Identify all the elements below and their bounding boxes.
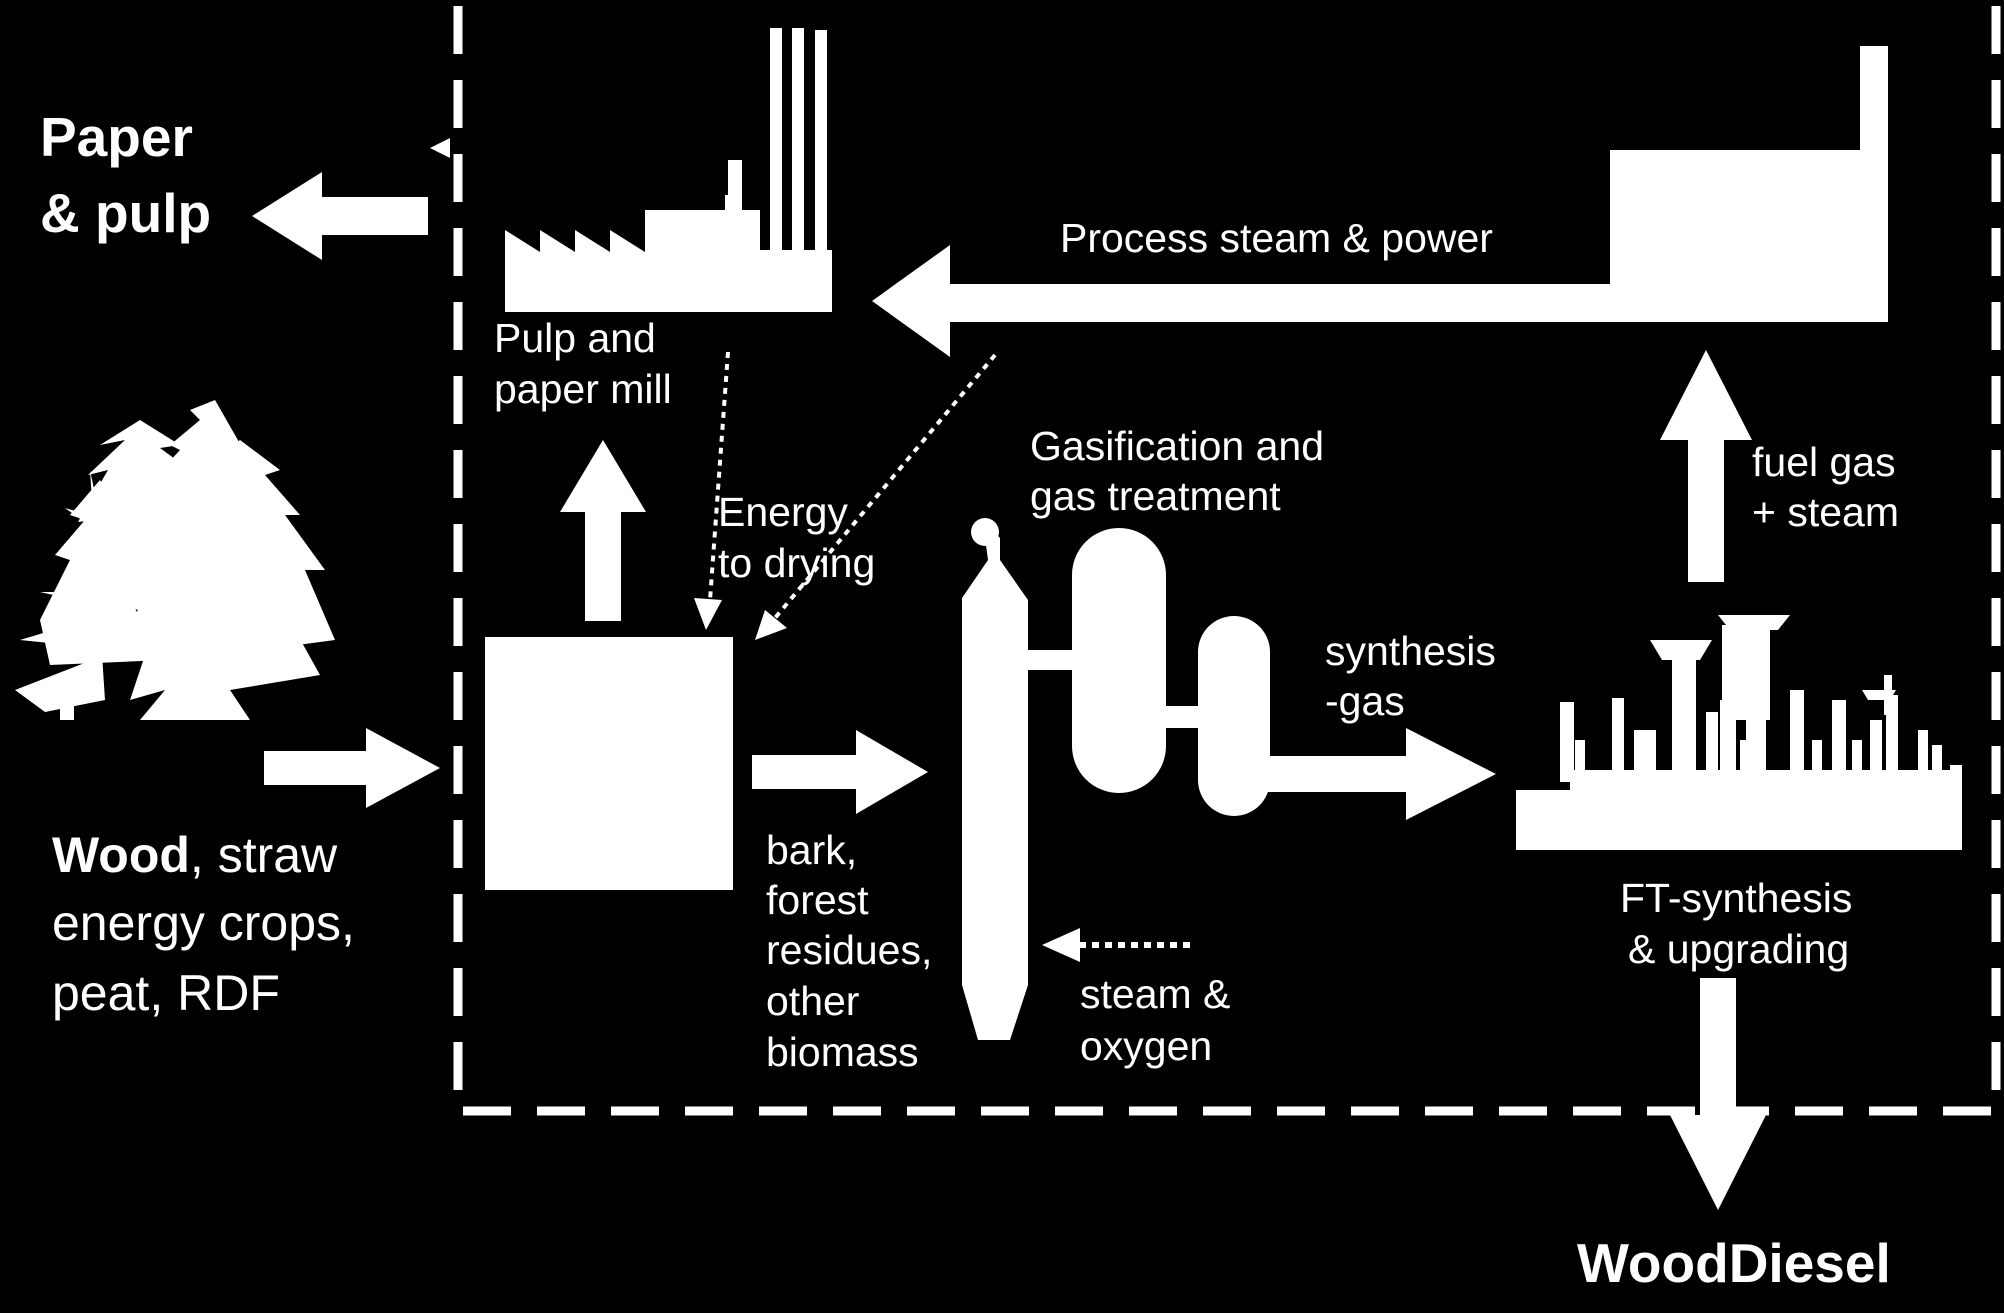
paper-pulp-label-2: & pulp xyxy=(40,182,211,244)
dryer-icon xyxy=(485,637,733,890)
pointer-icon xyxy=(118,170,134,190)
feedstock-arrow xyxy=(264,728,440,808)
biomass-feed-arrow xyxy=(752,730,928,814)
fuel-gas-arrow xyxy=(1660,350,1752,582)
feedstock-label: Wood, straw xyxy=(52,827,338,883)
synthesis-gas-arrow xyxy=(1268,728,1496,820)
ft-synthesis-label: FT-synthesis xyxy=(1620,875,1852,921)
fuel-gas-label: fuel gas xyxy=(1752,439,1896,485)
biomass-label-2: forest xyxy=(766,877,869,923)
process-steam-arrow xyxy=(872,245,1612,357)
gasification-label: Gasification and xyxy=(1030,423,1324,469)
wood-diesel-arrow xyxy=(1670,978,1766,1210)
boundary-notch-icon xyxy=(430,138,450,158)
energy-drying-label-2: to drying xyxy=(718,540,875,586)
pulp-mill-label: Pulp and xyxy=(494,315,656,361)
energy-drying-label: Energy xyxy=(718,489,848,535)
forest-icon xyxy=(15,400,335,720)
pulp-mill-icon xyxy=(505,28,832,312)
energy-drying-arrows xyxy=(694,351,997,640)
biomass-label-4: other xyxy=(766,978,859,1024)
feedstock-label-2: energy crops, xyxy=(52,895,355,951)
pulp-mill-label-2: paper mill xyxy=(494,366,672,412)
ft-synthesis-label-2: & upgrading xyxy=(1628,926,1849,972)
fuel-gas-label-2: + steam xyxy=(1752,489,1899,535)
biomass-label-5: biomass xyxy=(766,1029,919,1075)
paper-pulp-label: Paper xyxy=(40,106,193,168)
gasification-label-2: gas treatment xyxy=(1030,473,1281,519)
plant-boundary xyxy=(453,0,2001,1116)
synthesis-gas-label-2: -gas xyxy=(1325,678,1405,724)
biomass-label-3: residues, xyxy=(766,927,932,973)
feedstock-label-3: peat, RDF xyxy=(52,965,280,1021)
biomass-label: bark, xyxy=(766,827,857,873)
process-steam-label: Process steam & power xyxy=(1060,215,1493,261)
steam-oxygen-arrow xyxy=(1042,928,1190,962)
refinery-icon xyxy=(1516,615,1962,850)
gasifier-icon xyxy=(962,518,1270,1040)
power-plant-icon xyxy=(1610,46,1888,322)
steam-oxygen-label-2: oxygen xyxy=(1080,1023,1212,1069)
steam-oxygen-label: steam & xyxy=(1080,971,1230,1017)
synthesis-gas-label: synthesis xyxy=(1325,628,1496,674)
paper-pulp-arrow xyxy=(252,172,428,260)
dryer-to-mill-arrow xyxy=(560,440,646,621)
wood-diesel-label: WoodDiesel xyxy=(1577,1232,1891,1294)
